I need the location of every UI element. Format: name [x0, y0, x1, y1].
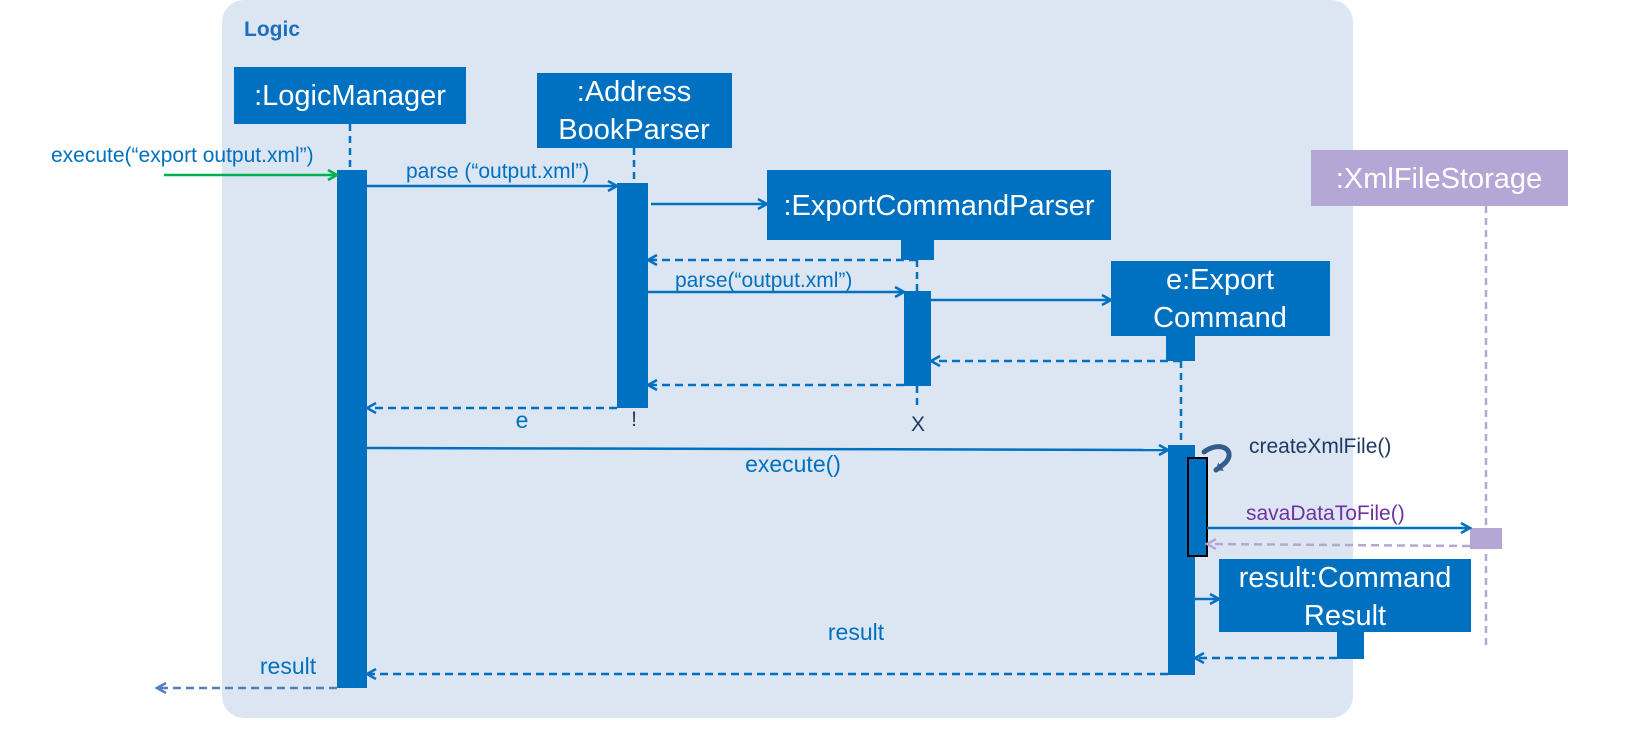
export-command-parser-destroy-mark: X	[911, 413, 925, 436]
logic-manager-box	[234, 67, 466, 124]
address-book-parser-label-line2: BookParser	[558, 114, 710, 146]
create-xml-file-self-call-icon	[1201, 444, 1232, 473]
return-e-label: e	[516, 407, 529, 433]
export-command-creation-activation	[1166, 334, 1195, 361]
logic-manager-activation	[337, 170, 367, 688]
command-result-box	[1219, 559, 1471, 632]
xml-file-storage-activation	[1470, 528, 1502, 549]
logic-frame-label: Logic	[244, 18, 300, 41]
export-command-parser-box	[767, 170, 1111, 240]
export-command-box	[1111, 261, 1330, 336]
address-book-parser-activation	[617, 183, 648, 408]
result-inner-label: result	[828, 619, 885, 645]
xml-file-storage-label: :XmlFileStorage	[1336, 163, 1542, 195]
export-command-parser-label: :ExportCommandParser	[783, 190, 1094, 222]
export-command-parser-activation	[904, 291, 931, 386]
command-result-label-line2: Result	[1304, 600, 1386, 632]
export-command-parser-creation-activation	[901, 238, 934, 260]
save-data-to-file-return	[1207, 544, 1471, 546]
address-book-parser-box	[537, 73, 732, 148]
parse-to-address-book-parser-label: parse (“output.xml”)	[406, 160, 589, 183]
result-outer-label: result	[260, 653, 317, 679]
incoming-execute-label: execute(“export output.xml”)	[51, 144, 314, 167]
save-data-to-file-label: savaDataToFile()	[1246, 502, 1405, 525]
address-book-parser-end-tick: !	[631, 408, 637, 431]
execute-arrow	[366, 448, 1168, 450]
export-command-label-line2: Command	[1153, 302, 1287, 334]
command-result-label-line1: result:Command	[1239, 562, 1452, 594]
export-command-label-line1: e:Export	[1166, 264, 1274, 296]
command-result-creation-activation	[1337, 631, 1364, 659]
create-xml-file-activation	[1187, 457, 1208, 557]
address-book-parser-label-line1: :Address	[577, 76, 691, 108]
logic-manager-label: :LogicManager	[254, 80, 446, 112]
parse-to-export-command-parser-label: parse(“output.xml”)	[675, 269, 852, 292]
execute-label: execute()	[745, 451, 841, 477]
xml-file-storage-box	[1311, 150, 1568, 206]
create-xml-file-label: createXmlFile()	[1249, 435, 1391, 458]
